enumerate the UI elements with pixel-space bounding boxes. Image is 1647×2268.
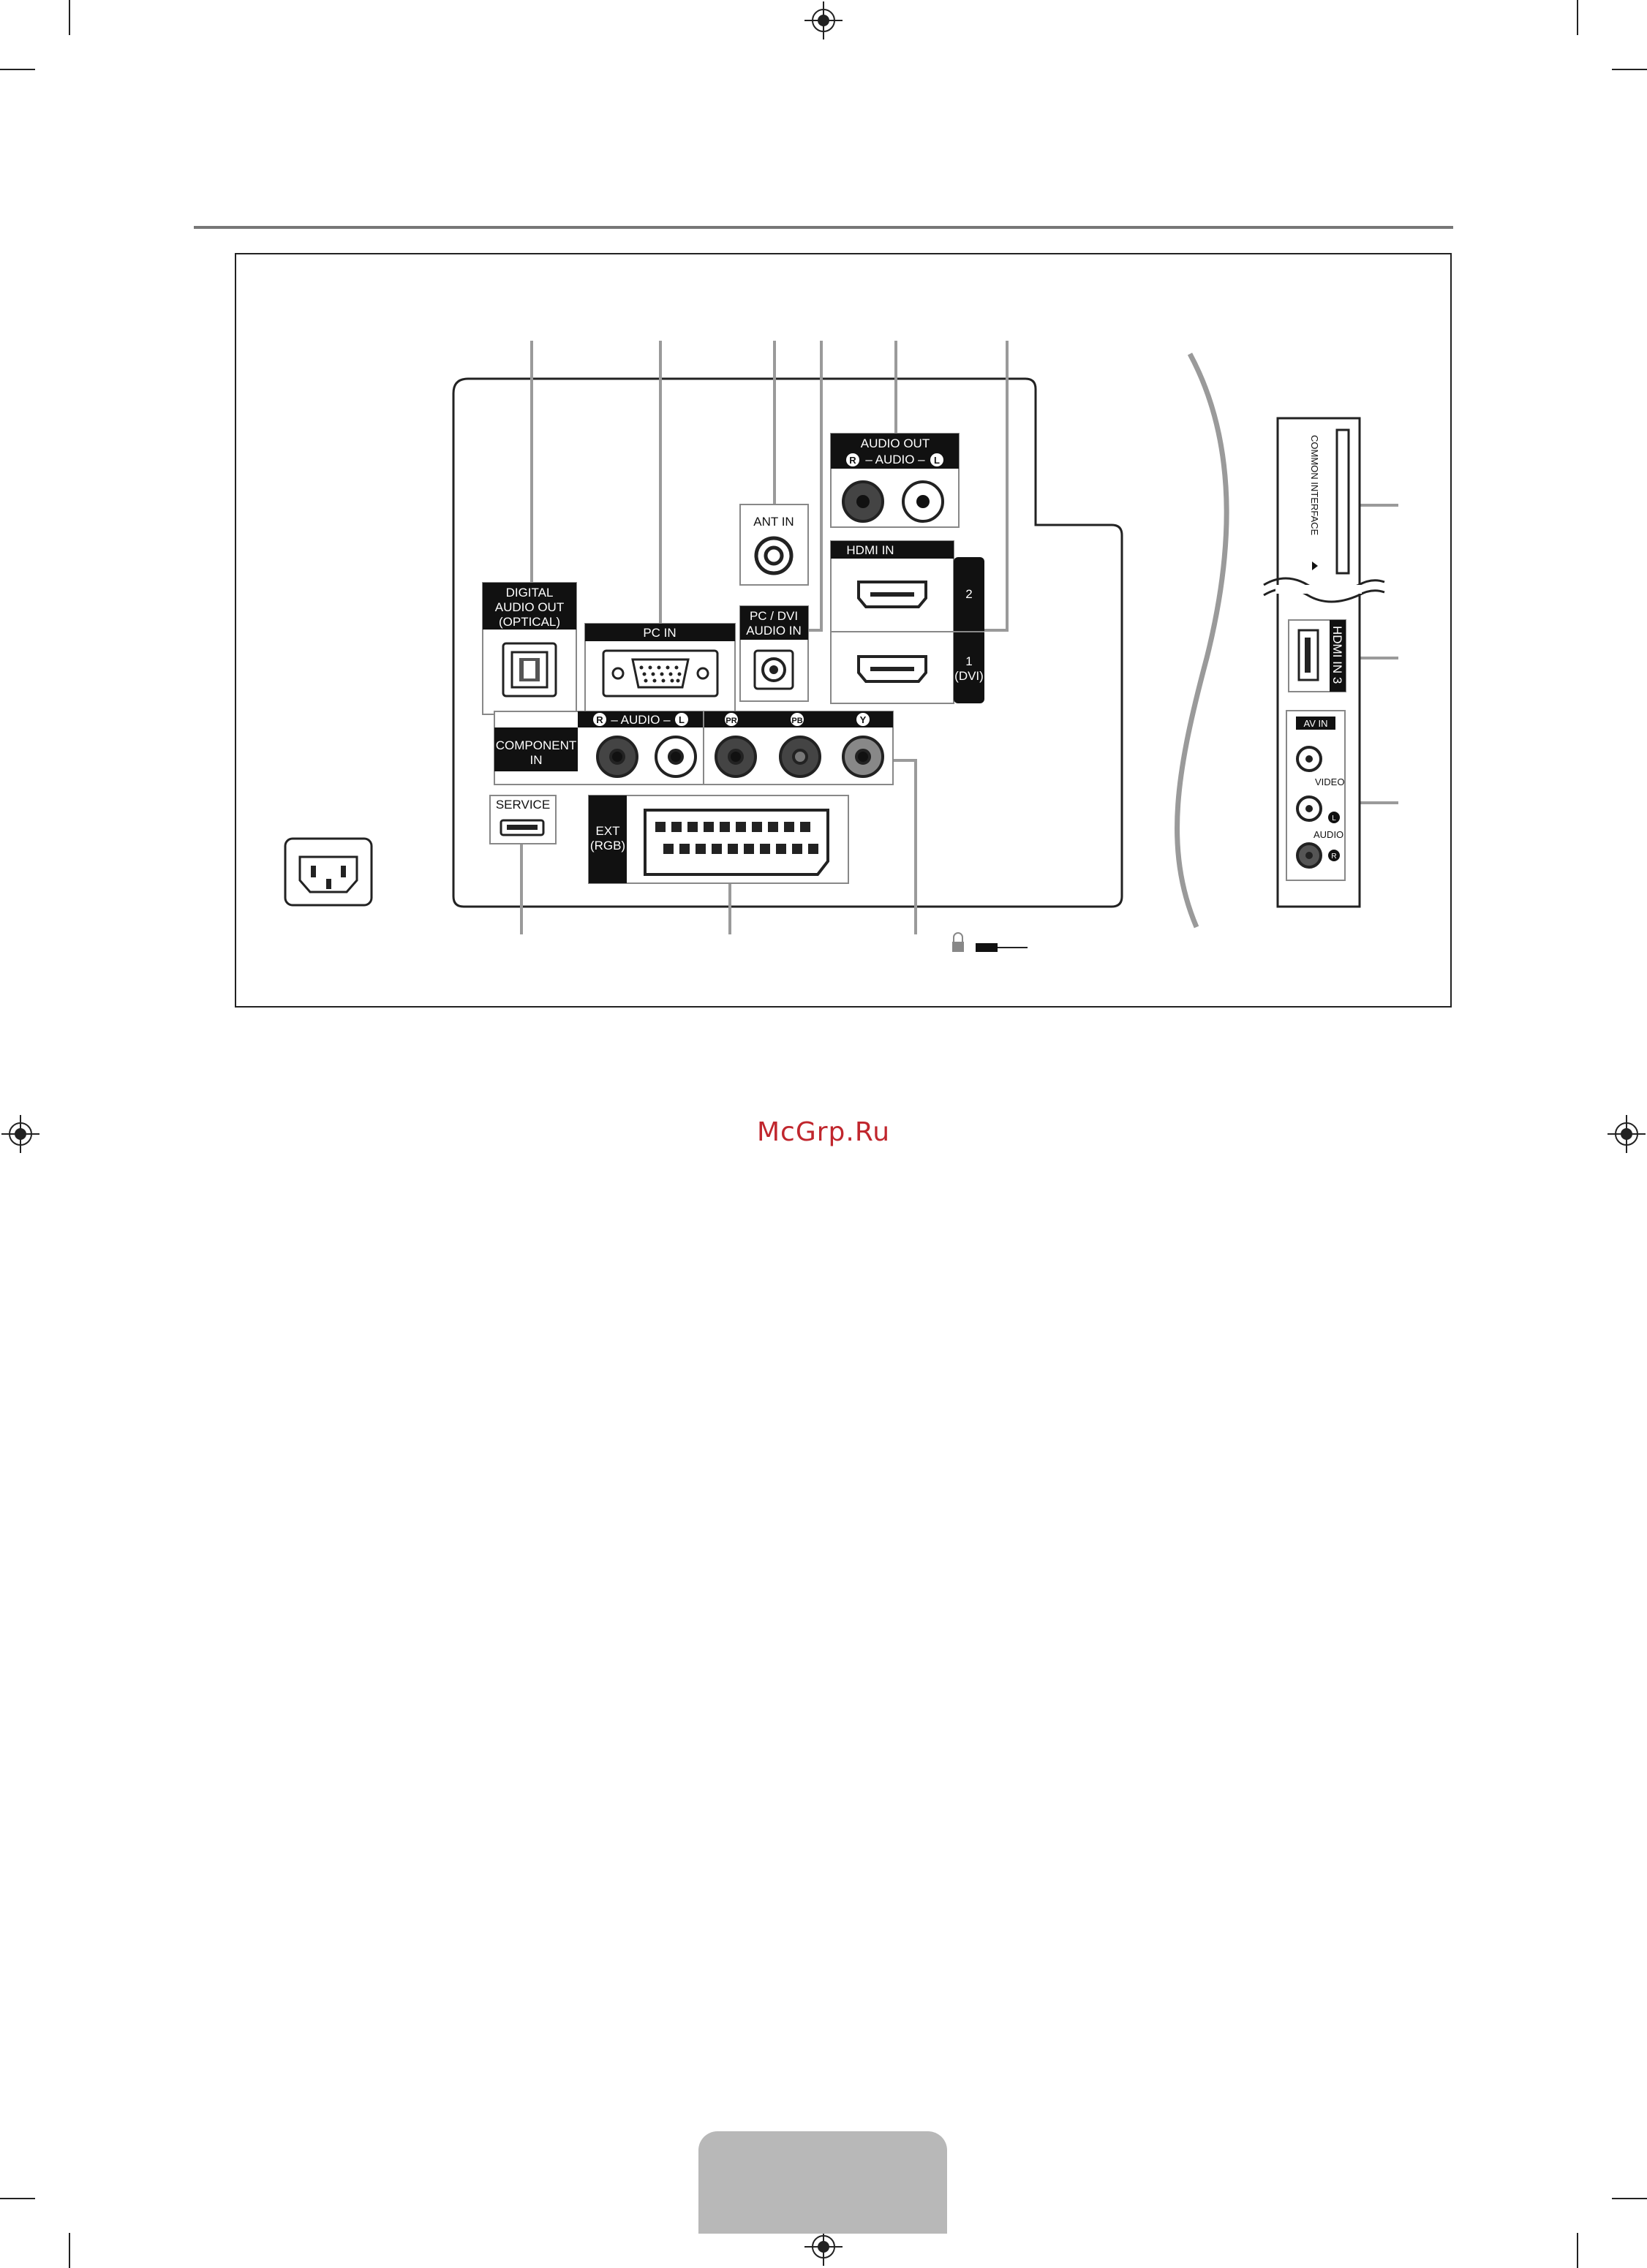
hdmi-port-2-label: 2: [965, 587, 972, 601]
component-badge-l: L: [679, 714, 685, 725]
hdmi-in-3-label: HDMI IN 3: [1330, 626, 1344, 684]
power-socket: [285, 839, 372, 905]
ant-in-label: ANT IN: [753, 515, 794, 529]
digital-audio-out-label-2: AUDIO OUT: [495, 600, 564, 614]
audio-out-port: AUDIO OUT R – AUDIO – L: [831, 434, 959, 527]
pc-dvi-label-1: PC / DVI: [750, 609, 798, 623]
page-number-tab: [698, 2131, 947, 2234]
digital-audio-out-optical: DIGITAL AUDIO OUT (OPTICAL): [483, 583, 576, 714]
component-in-label-2: IN: [530, 753, 543, 767]
pc-in-port: PC IN: [585, 624, 735, 714]
service-label: SERVICE: [496, 798, 550, 812]
pc-dvi-label-2: AUDIO IN: [746, 624, 802, 638]
service-port: SERVICE: [490, 795, 556, 844]
component-in-ports: COMPONENT IN R – AUDIO – L PR PB Y: [494, 711, 893, 785]
audio-out-badge-r: R: [849, 455, 856, 466]
kensington-lock-icon: [952, 933, 1028, 952]
audio-out-sub-label: – AUDIO –: [865, 453, 925, 466]
pc-dvi-audio-in-port: PC / DVI AUDIO IN: [740, 606, 808, 701]
side-badge-r: R: [1331, 853, 1336, 861]
side-badge-l: L: [1332, 814, 1336, 823]
ext-rgb-label-1: EXT: [595, 824, 619, 838]
watermark: McGrp.Ru: [0, 1117, 1647, 1147]
component-badge-y: Y: [860, 714, 867, 725]
component-audio-label: – AUDIO –: [611, 713, 671, 727]
audio-label: AUDIO: [1314, 829, 1343, 840]
registration-mark-top: [804, 1, 843, 39]
component-badge-r: R: [596, 714, 603, 725]
video-label: VIDEO: [1315, 776, 1344, 787]
audio-out-title: AUDIO OUT: [861, 436, 930, 450]
hdmi-port-1-label-1: 1: [965, 654, 972, 668]
pc-in-label: PC IN: [643, 626, 676, 640]
ant-in-port: ANT IN: [740, 504, 808, 585]
component-in-label-1: COMPONENT: [496, 738, 577, 752]
component-badge-pb: PB: [791, 717, 802, 725]
ext-rgb-scart: EXT (RGB): [589, 795, 848, 883]
audio-out-badge-l: L: [934, 455, 940, 466]
ext-rgb-label-2: (RGB): [590, 839, 625, 853]
av-in-label: AV IN: [1304, 718, 1328, 729]
digital-audio-out-label-1: DIGITAL: [506, 586, 554, 600]
hdmi-in-label: HDMI IN: [846, 543, 894, 557]
component-badge-pr: PR: [725, 717, 736, 725]
hdmi-port-1-label-2: (DVI): [954, 669, 984, 683]
common-interface-label: COMMON INTERFACE: [1309, 435, 1320, 536]
hdmi-in-ports: HDMI IN 2 1 (DVI): [831, 541, 984, 703]
digital-audio-out-label-3: (OPTICAL): [499, 615, 560, 629]
side-panel: COMMON INTERFACE HDMI IN 3 AV IN VIDEO L…: [1264, 418, 1384, 907]
panel-separator-curve: [1177, 354, 1227, 927]
